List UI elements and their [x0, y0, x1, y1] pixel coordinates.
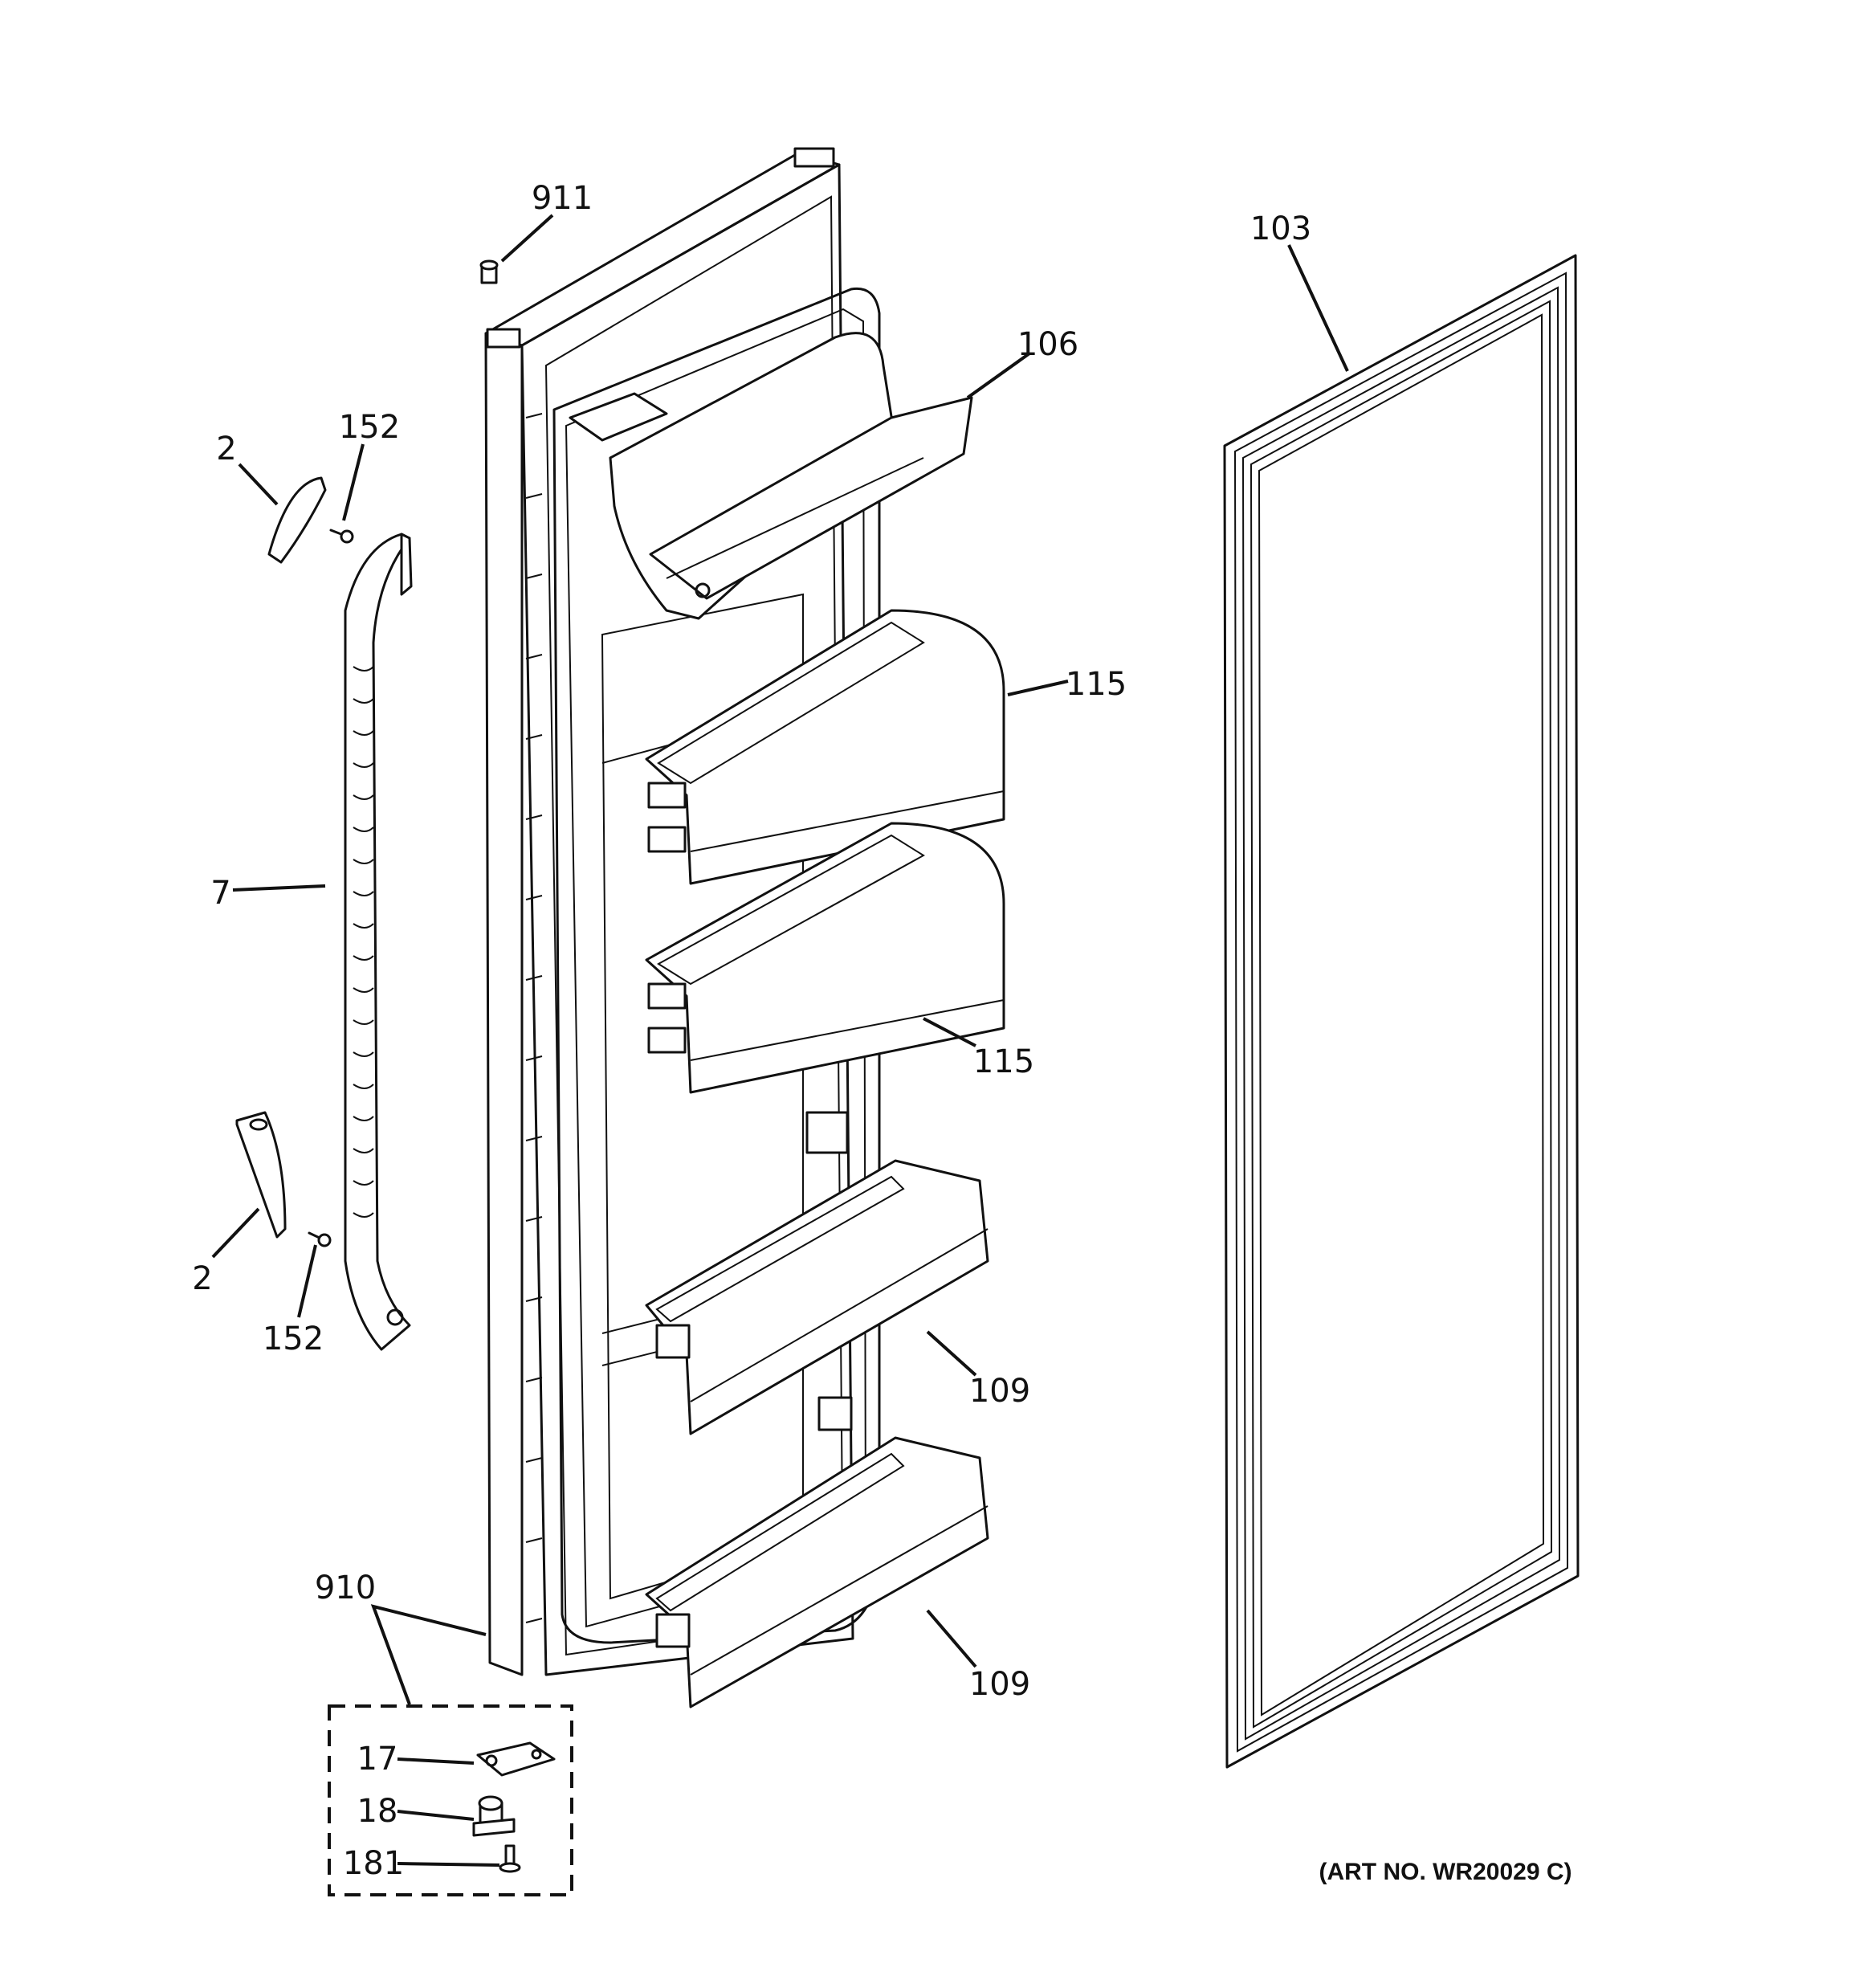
part-labels: 911 103 106 2 152 115 7 115 2 152 109 91… — [192, 180, 1311, 1882]
label-152-bottom: 152 — [263, 1321, 324, 1357]
label-181: 181 — [343, 1845, 404, 1882]
door-handle — [344, 533, 413, 1351]
door-bin-lower-2 — [645, 1436, 989, 1708]
door-gasket — [1223, 254, 1580, 1769]
dairy-compartment — [609, 332, 973, 620]
label-109-lower: 109 — [969, 1666, 1030, 1703]
door-assembly — [484, 147, 881, 1676]
hinge-plate — [476, 1741, 556, 1777]
label-17: 17 — [357, 1741, 398, 1778]
door-bin-upper — [645, 609, 1005, 885]
screw-top — [329, 529, 354, 544]
hinge-screw — [499, 1844, 521, 1873]
hinge-pin — [472, 1795, 516, 1837]
label-103: 103 — [1250, 210, 1311, 247]
door-bin-lower-1 — [645, 1159, 989, 1435]
label-106: 106 — [1017, 326, 1078, 363]
art-number: (ART NO. WR20029 C) — [1319, 1859, 1572, 1885]
screw-bottom — [308, 1231, 332, 1247]
label-152-top: 152 — [339, 409, 400, 446]
label-2-top: 2 — [216, 431, 236, 467]
label-910: 910 — [315, 1570, 376, 1606]
label-18: 18 — [357, 1793, 398, 1830]
label-109-upper: 109 — [969, 1373, 1030, 1410]
label-2-bottom: 2 — [192, 1260, 212, 1297]
plug-911 — [479, 259, 499, 284]
label-115-upper: 115 — [1066, 666, 1127, 703]
leader-lines — [211, 214, 1349, 1867]
door-bin-middle — [645, 822, 1005, 1094]
handle-end-cap-top — [267, 476, 327, 564]
handle-end-cap-bottom — [235, 1111, 287, 1239]
label-115-lower: 115 — [973, 1043, 1034, 1080]
hinge-kit-box — [328, 1704, 573, 1896]
label-911: 911 — [532, 180, 593, 217]
label-7: 7 — [210, 875, 230, 912]
